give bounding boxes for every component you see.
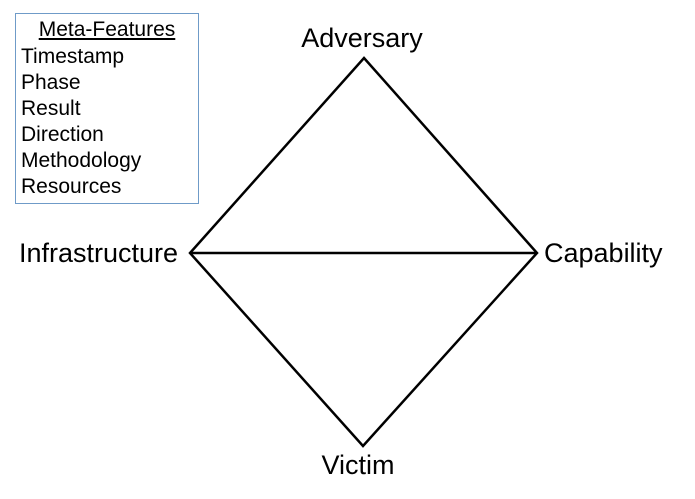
meta-feature-item-direction: Direction — [21, 123, 104, 146]
meta-feature-item-timestamp: Timestamp — [21, 45, 125, 68]
meta-feature-item-resources: Resources — [21, 175, 122, 198]
meta-features-box: Meta-Features Timestamp Phase Result Dir… — [15, 13, 199, 204]
meta-features-title: Meta-Features — [38, 18, 176, 41]
node-label-infrastructure: Infrastructure — [18, 238, 178, 268]
node-label-victim: Victim — [321, 450, 395, 480]
node-label-adversary: Adversary — [301, 23, 423, 53]
meta-feature-item-result: Result — [21, 97, 81, 120]
diamond-outline — [188, 56, 539, 448]
meta-feature-item-methodology: Methodology — [21, 149, 142, 172]
meta-feature-item-phase: Phase — [21, 71, 81, 94]
node-label-capability: Capability — [544, 238, 663, 268]
